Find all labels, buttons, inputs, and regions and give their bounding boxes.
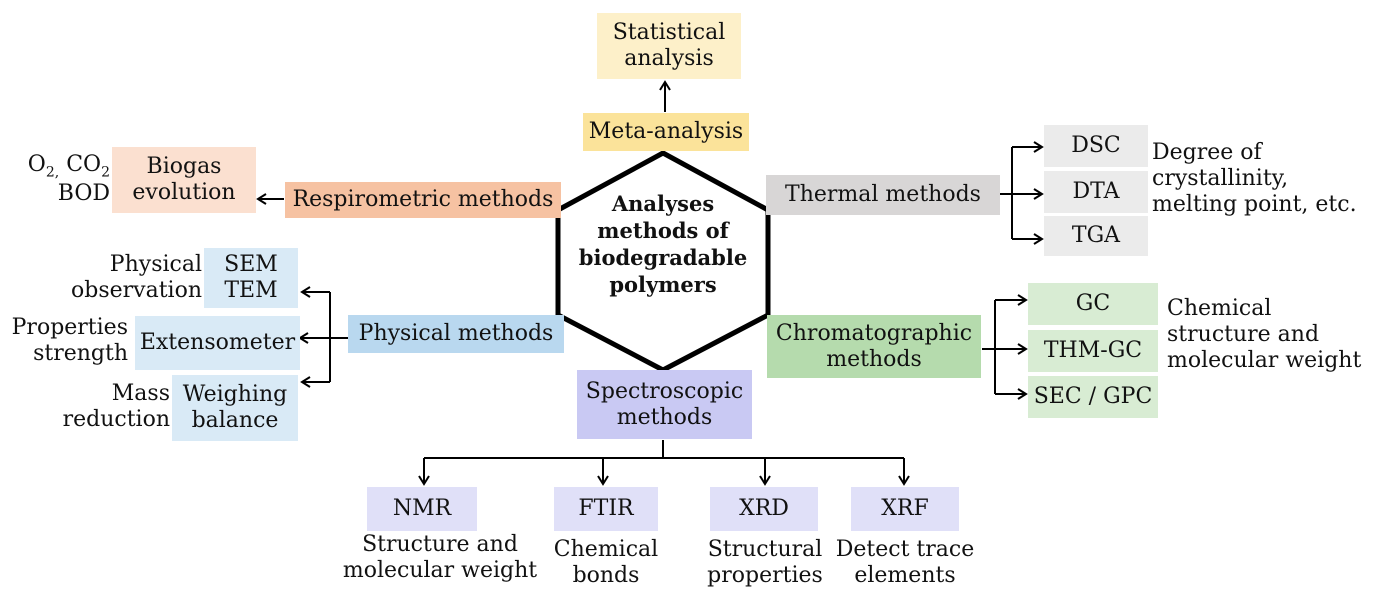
physical-note-line: Mass [111, 381, 170, 406]
tga-label: TGA [1071, 223, 1121, 249]
chromatographic-methods-box: Chromatographic methods [767, 315, 981, 378]
ftir-label: FTIR [578, 496, 634, 522]
statistical-analysis-line: Statistical [612, 20, 726, 46]
ftir-note-line: bonds [572, 562, 640, 588]
dta-box: DTA [1044, 171, 1148, 213]
xrf-note-line: elements [854, 562, 956, 588]
physical-note-3: Mass reduction [40, 381, 170, 433]
xrd-note: Structural properties [680, 537, 850, 589]
dta-label: DTA [1072, 179, 1120, 205]
center-title-line: Analyses [611, 191, 715, 216]
physical-note-line: observation [71, 277, 202, 303]
thermal-note-line: Degree of [1152, 140, 1262, 165]
chromatographic-note: Chemical structure and molecular weight [1167, 296, 1361, 374]
biogas-line: Biogas [146, 154, 222, 180]
chromatographic-note-line: molecular weight [1167, 347, 1362, 373]
center-title-line: methods of [597, 217, 729, 243]
thermal-methods-box: Thermal methods [766, 175, 1000, 215]
ftir-box: FTIR [554, 487, 658, 531]
xrd-label: XRD [739, 496, 789, 522]
dsc-box: DSC [1044, 125, 1148, 167]
xrf-note-line: Detect trace [835, 537, 975, 562]
tga-box: TGA [1044, 216, 1148, 256]
thermal-methods-label: Thermal methods [785, 182, 981, 208]
respirometric-methods-box: Respirometric methods [285, 182, 561, 218]
thm-gc-box: THM-GC [1028, 330, 1158, 372]
xrd-note-line: Structural [707, 537, 823, 562]
physical-note-line: reduction [62, 406, 170, 432]
physical-note-1: Physical observation [60, 252, 202, 304]
extensometer-label: Extensometer [139, 330, 296, 356]
center-title-line: polymers [609, 271, 717, 297]
nmr-note-line: molecular weight [342, 557, 538, 583]
sec-gpc-box: SEC / GPC [1028, 376, 1158, 418]
weighing-balance-box: Weighing balance [172, 375, 298, 441]
weighing-line: balance [191, 408, 279, 433]
nmr-label: NMR [392, 496, 452, 522]
xrf-note: Detect trace elements [822, 537, 988, 589]
ftir-note-line: Chemical [553, 537, 659, 562]
physical-methods-box: Physical methods [348, 315, 564, 353]
biogas-line: evolution [132, 180, 236, 205]
chromatographic-note-line: Chemical [1167, 296, 1272, 321]
meta-analysis-label: Meta-analysis [588, 119, 744, 145]
chromatographic-note-line: structure and [1167, 321, 1320, 347]
spectroscopic-methods-box: Spectroscopic methods [577, 370, 752, 439]
nmr-box: NMR [367, 487, 477, 531]
thermal-note-line: crystallinity, [1152, 165, 1289, 191]
gc-box: GC [1028, 283, 1158, 325]
meta-analysis-box: Meta-analysis [583, 113, 749, 151]
sem-tem-box: SEM TEM [204, 248, 298, 308]
ftir-note: Chemical bonds [536, 537, 676, 589]
statistical-analysis-line: analysis [624, 46, 714, 71]
dsc-label: DSC [1071, 133, 1121, 159]
physical-note-2: Properties strength [2, 315, 128, 367]
xrd-box: XRD [710, 487, 818, 531]
center-title: Analyses methods of biodegradable polyme… [578, 191, 748, 299]
sec-gpc-label: SEC / GPC [1033, 384, 1153, 410]
nmr-note-line: Structure and [362, 532, 518, 557]
respirometric-methods-label: Respirometric methods [292, 187, 554, 213]
chromatographic-line: methods [826, 346, 922, 372]
respirometric-note: O2, CO2 BOD [18, 152, 110, 207]
xrf-label: XRF [881, 496, 929, 522]
gas-formula: O2, CO2 [27, 152, 110, 181]
physical-note-line: strength [33, 340, 128, 366]
gc-label: GC [1075, 291, 1111, 317]
extensometer-box: Extensometer [135, 316, 300, 370]
physical-note-line: Physical [109, 252, 202, 277]
thm-gc-label: THM-GC [1043, 338, 1143, 364]
physical-methods-label: Physical methods [358, 321, 554, 347]
biogas-evolution-box: Biogas evolution [112, 147, 256, 213]
center-title-line: biodegradable [578, 244, 748, 270]
spectroscopic-line: Spectroscopic [585, 378, 744, 404]
tem-label: TEM [224, 278, 278, 303]
weighing-line: Weighing [182, 382, 288, 408]
statistical-analysis-box: Statistical analysis [597, 13, 741, 79]
nmr-note: Structure and molecular weight [330, 532, 550, 584]
sem-label: SEM [224, 252, 278, 278]
bod-label: BOD [57, 180, 110, 206]
thermal-note: Degree of crystallinity, melting point, … [1152, 140, 1357, 218]
physical-note-line: Properties [11, 315, 128, 340]
xrd-note-line: properties [707, 562, 823, 588]
chromatographic-line: Chromatographic [775, 320, 973, 346]
thermal-note-line: melting point, etc. [1152, 191, 1357, 217]
xrf-box: XRF [851, 487, 959, 531]
spectroscopic-line: methods [616, 404, 713, 430]
